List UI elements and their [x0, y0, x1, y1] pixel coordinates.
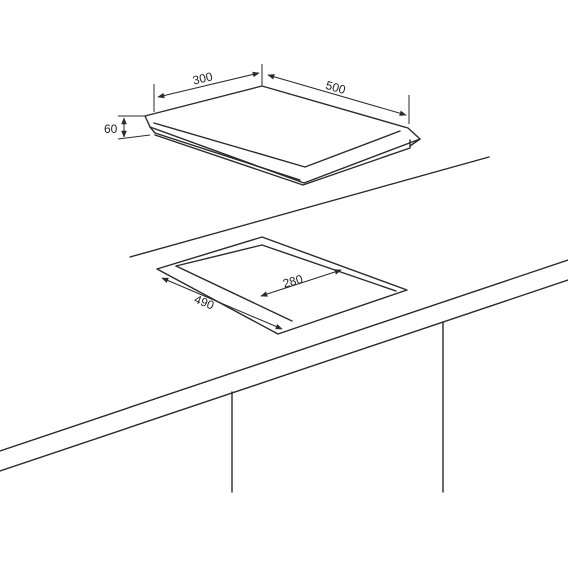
dimension-label-300: 300: [191, 69, 214, 87]
countertop-cutout: [156, 236, 408, 335]
hob-side-edge: [409, 138, 421, 147]
cutout-inner-edge: [175, 244, 397, 292]
cutout-inner-edge: [175, 265, 293, 322]
dimension-hob-width: 300: [153, 64, 263, 112]
countertop-front-bottom-edge: [0, 279, 568, 472]
dimension-line: [267, 74, 407, 116]
cabinet: [231, 321, 444, 493]
dimension-label-60: 60: [104, 122, 118, 136]
extension-line: [117, 134, 151, 140]
hob-body-bottom: [154, 134, 411, 186]
dimension-hob-depth: 500: [267, 74, 410, 124]
dimension-label-490: 490: [192, 292, 216, 313]
countertop: [0, 156, 568, 472]
hob-front-edge: [149, 126, 301, 181]
hob-appliance: [144, 85, 421, 186]
dimension-line: [157, 71, 260, 99]
dimension-cutout-depth: 280: [260, 269, 342, 297]
dimension-label-500: 500: [324, 78, 347, 97]
dimension-label-280: 280: [281, 272, 304, 291]
hob-inner-edge: [153, 122, 401, 168]
dimension-hob-height: 60: [104, 115, 151, 140]
countertop-back-edge: [129, 156, 490, 258]
hob-top-surface: [144, 85, 421, 184]
dimension-line: [161, 277, 283, 330]
countertop-front-top-edge: [0, 259, 568, 452]
dimension-cutout-width: 490: [161, 277, 283, 330]
